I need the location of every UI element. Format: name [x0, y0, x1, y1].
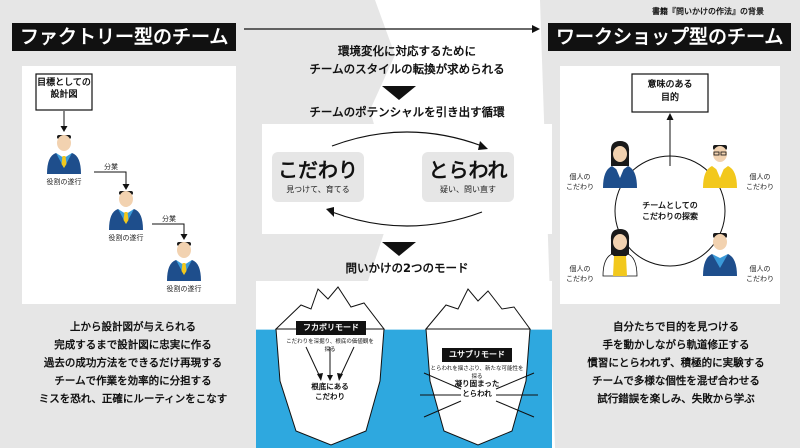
meaning-label: 意味のある 目的 [647, 80, 693, 103]
individual-label-3: 個人の こだわり [566, 265, 594, 283]
factory-line-2: 完成するまで設計図に忠実に作る [54, 339, 212, 351]
member-figure-1 [603, 141, 637, 188]
worker-figure-2 [109, 191, 143, 230]
down-arrow-2 [382, 242, 416, 256]
book-caption: 書籍『問いかけの作法』の背景 [652, 7, 764, 16]
kodawari-sub: 見つけて、育てる [286, 185, 350, 194]
factory-diagram-panel: 目標としての 設計図 分業 分業 役割の遂行 役割の遂行 役割の遂行 [22, 66, 236, 304]
yusaburi-desc: とらわれを揺さぶり、新たな可能性を探る [430, 366, 524, 380]
workshop-line-2: 手を動かしながら軌道修正する [602, 339, 750, 351]
role-label-3: 役割の遂行 [166, 285, 202, 293]
factory-line-5: ミスを恐れ、正確にルーティンをこなす [38, 393, 228, 405]
down-arrow-1 [382, 86, 416, 100]
workshop-diagram-lines [602, 73, 737, 277]
workshop-line-5: 試行錯誤を楽しみ、失敗から学ぶ [597, 393, 755, 405]
blueprint-label: 目標としての 設計図 [37, 78, 91, 100]
workshop-line-3: 慣習にとらわれず、積極的に実験する [587, 357, 765, 369]
fukabori-desc: こだわりを深掘り、根底の価値観を探る [286, 339, 374, 353]
torawa-title: とらわれ [428, 158, 508, 182]
workshop-line-4: チームで多様な個性を混ぜ合わせる [592, 375, 760, 387]
fukabori-label: フカボリモード [296, 321, 366, 335]
workshop-line-1: 自分たちで目的を見つける [613, 321, 739, 333]
worker-figure-3 [167, 242, 201, 281]
modes-panel: フカボリモード こだわりを深掘り、根底の価値観を探る 根底にある こだわり ユサ… [256, 281, 552, 448]
individual-label-4: 個人の こだわり [746, 265, 774, 283]
intro-text: 環境変化に対応するために チームのスタイルの転換が求められる [309, 44, 505, 76]
cycle-panel: こだわり 見つけて、育てる とらわれ 疑い、問い直す [262, 124, 552, 234]
yusaburi-result: 凝り固まった とらわれ [454, 379, 500, 398]
yusaburi-label: ユサブリモード [442, 348, 512, 362]
torawa-sub: 疑い、問い直す [440, 185, 496, 194]
factory-line-3: 過去の成功方法をできるだけ再現する [43, 357, 223, 369]
factory-line-4: チームで作業を効率的に分担する [54, 375, 212, 387]
factory-description: 上から設計図が与えられる 完成するまで設計図に忠実に作る 過去の成功方法をできる… [8, 318, 258, 408]
member-figure-4 [703, 233, 737, 276]
factory-line-1: 上から設計図が与えられる [70, 321, 196, 333]
division-label-2: 分業 [162, 215, 176, 223]
team-exploration-label: チームとしての こだわりの探索 [642, 201, 698, 221]
cycle-arrows [326, 131, 488, 227]
fukabori-result: 根底にある こだわり [311, 382, 349, 401]
division-label-1: 分業 [104, 163, 118, 171]
member-figure-2 [703, 145, 737, 188]
kodawari-title: こだわり [278, 158, 358, 182]
individual-label-1: 個人の こだわり [566, 173, 594, 191]
individual-label-2: 個人の こだわり [746, 173, 774, 191]
worker-figure-1 [47, 135, 81, 174]
role-label-2: 役割の遂行 [108, 234, 144, 242]
member-figure-3 [602, 229, 638, 277]
factory-team-title: ファクトリー型のチーム [12, 23, 237, 51]
torawa-pill: とらわれ 疑い、問い直す [422, 152, 514, 202]
kodawari-pill: こだわり 見つけて、育てる [272, 152, 364, 202]
transition-arrow [244, 25, 540, 33]
factory-diagram-lines [35, 73, 201, 281]
cycle-title: チームのポテンシャルを引き出す循環 [309, 105, 505, 119]
workshop-description: 自分たちで目的を見つける 手を動かしながら軌道修正する 慣習にとらわれず、積極的… [556, 318, 796, 408]
workshop-diagram-panel: 意味のある 目的 個人の こだわり 個人の こだわり 個人の こだわり 個人の … [560, 66, 780, 304]
role-label-1: 役割の遂行 [46, 178, 82, 186]
modes-title: 問いかけの2つのモード [345, 261, 469, 275]
workshop-team-title: ワークショップ型のチーム [548, 23, 792, 51]
